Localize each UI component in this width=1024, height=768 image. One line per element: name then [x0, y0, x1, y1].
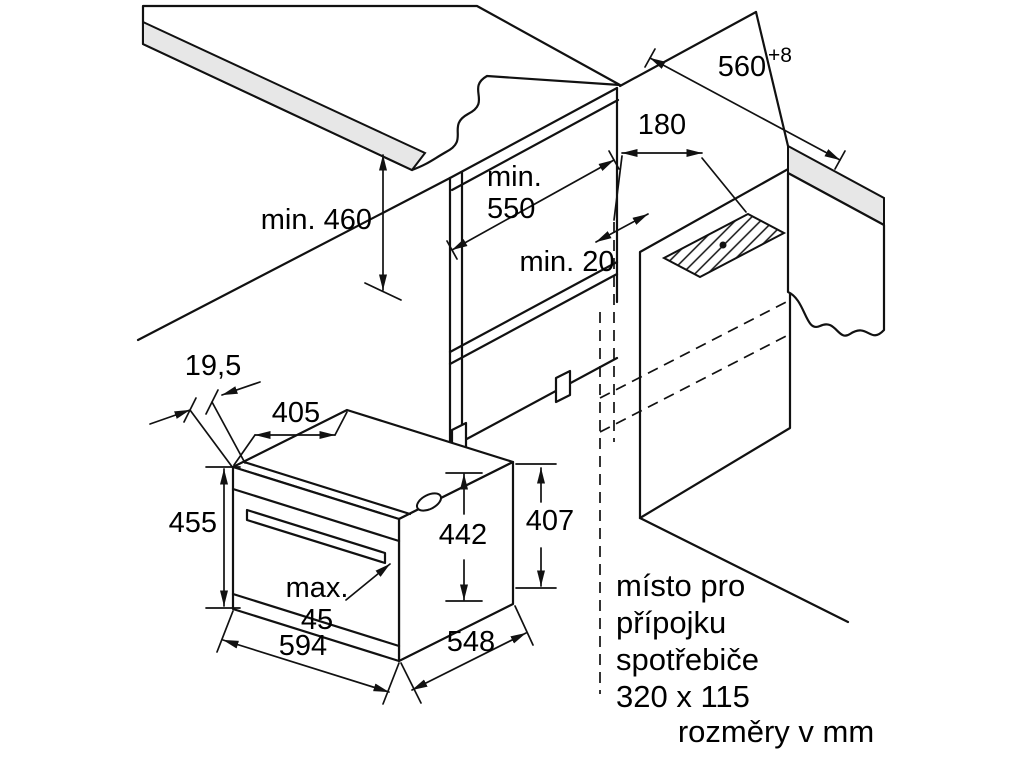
oven-front-face	[231, 465, 401, 663]
dim-extension	[613, 155, 623, 221]
dim-extension	[701, 157, 747, 213]
dim-tick	[608, 150, 620, 170]
dim-extension	[334, 411, 348, 436]
dim-arrow-handle	[345, 563, 391, 601]
dim-extension	[514, 605, 534, 646]
cabinet-niche	[448, 86, 620, 456]
cabinet-foot-right	[554, 369, 572, 404]
dim-label-19-5: 19,5	[185, 350, 241, 382]
oven-door-handle	[245, 508, 387, 565]
niche-shelf-top	[448, 260, 619, 354]
dim-line-594	[222, 639, 390, 693]
dim-extension	[189, 409, 234, 469]
oven-door-top-thickness-line	[242, 460, 412, 516]
dim-tick	[834, 150, 846, 170]
dim-line-560	[649, 57, 841, 161]
dim-label-455: 455	[169, 507, 217, 539]
oven-control-panel-line	[231, 487, 401, 543]
dim-rear-gap: min. 20	[519, 213, 649, 278]
units-note: rozměry v mm	[678, 714, 874, 749]
dim-niche-width: 560 +8	[644, 44, 846, 170]
niche-shelf-bottom	[448, 272, 619, 366]
dim-tick	[644, 48, 656, 68]
dim-door-overhang: 19,5	[149, 350, 261, 469]
dim-line-20	[595, 213, 649, 243]
oven-side-grip	[415, 492, 443, 512]
dim-label-548: 548	[447, 626, 495, 658]
dim-body-height: 442	[439, 472, 487, 602]
dim-front-height: 455	[169, 466, 241, 609]
dim-side-height: 407	[515, 463, 574, 589]
right-side-panel	[638, 166, 792, 520]
niche-bottom-edge	[448, 356, 619, 450]
vent-center-mark	[719, 241, 727, 249]
dim-arrow	[149, 409, 191, 425]
dim-label-442: 442	[439, 519, 487, 551]
dim-under-counter-height: min. 460	[261, 147, 402, 301]
dim-line-550	[451, 159, 615, 251]
dim-label-min-460: min. 460	[261, 204, 372, 236]
countertop-left	[141, 4, 622, 172]
dim-label-407: 407	[526, 505, 574, 537]
countertop-edge-band	[142, 20, 427, 172]
right-slab-panel	[786, 171, 886, 337]
dim-label-550: 550	[487, 193, 535, 225]
dim-appliance-depth: 548	[400, 605, 534, 704]
dim-label-560-tolerance: +8	[768, 44, 792, 67]
connection-note-line3: spotřebiče	[616, 642, 759, 677]
dim-handle-projection: max. 45	[286, 563, 391, 636]
connection-space-outline	[599, 222, 791, 694]
connection-note-size: 320 x 115	[616, 679, 750, 714]
dim-arrow	[221, 381, 261, 396]
dim-extension	[211, 401, 246, 464]
connection-note-line1: místo pro	[616, 568, 745, 603]
wall-top-edge	[618, 10, 758, 88]
countertop-right	[786, 144, 886, 337]
dim-niche-depth: min. 550	[446, 150, 620, 260]
dim-label-180: 180	[638, 109, 686, 141]
dim-tick	[364, 147, 402, 166]
floor-edge	[638, 516, 850, 624]
dim-label-45: 45	[301, 604, 333, 636]
dim-label-max: max.	[286, 572, 349, 604]
countertop-outline	[141, 4, 622, 172]
dim-tick	[446, 240, 458, 260]
adjoining-cabinet-edge	[136, 176, 452, 342]
dim-tick	[364, 282, 402, 301]
dim-appliance-width: 594	[216, 610, 400, 705]
dim-extension	[216, 610, 234, 653]
dim-label-min-20: min. 20	[519, 246, 614, 278]
connection-note: místo pro přípojku spotřebiče 320 x 115	[616, 568, 759, 714]
dim-label-min: min.	[487, 161, 542, 193]
dim-label-405: 405	[272, 397, 320, 429]
dim-top-depth: 405	[233, 397, 348, 466]
dim-extension	[400, 662, 422, 704]
dim-extension	[382, 662, 400, 705]
dim-label-560: 560	[718, 51, 766, 83]
dim-label-594: 594	[279, 630, 327, 662]
oven-door-bottom-line	[231, 592, 401, 648]
dim-line-548	[411, 632, 527, 691]
connection-note-line2: přípojku	[616, 605, 726, 640]
side-panel-face	[638, 166, 792, 520]
dim-extension	[233, 434, 256, 466]
